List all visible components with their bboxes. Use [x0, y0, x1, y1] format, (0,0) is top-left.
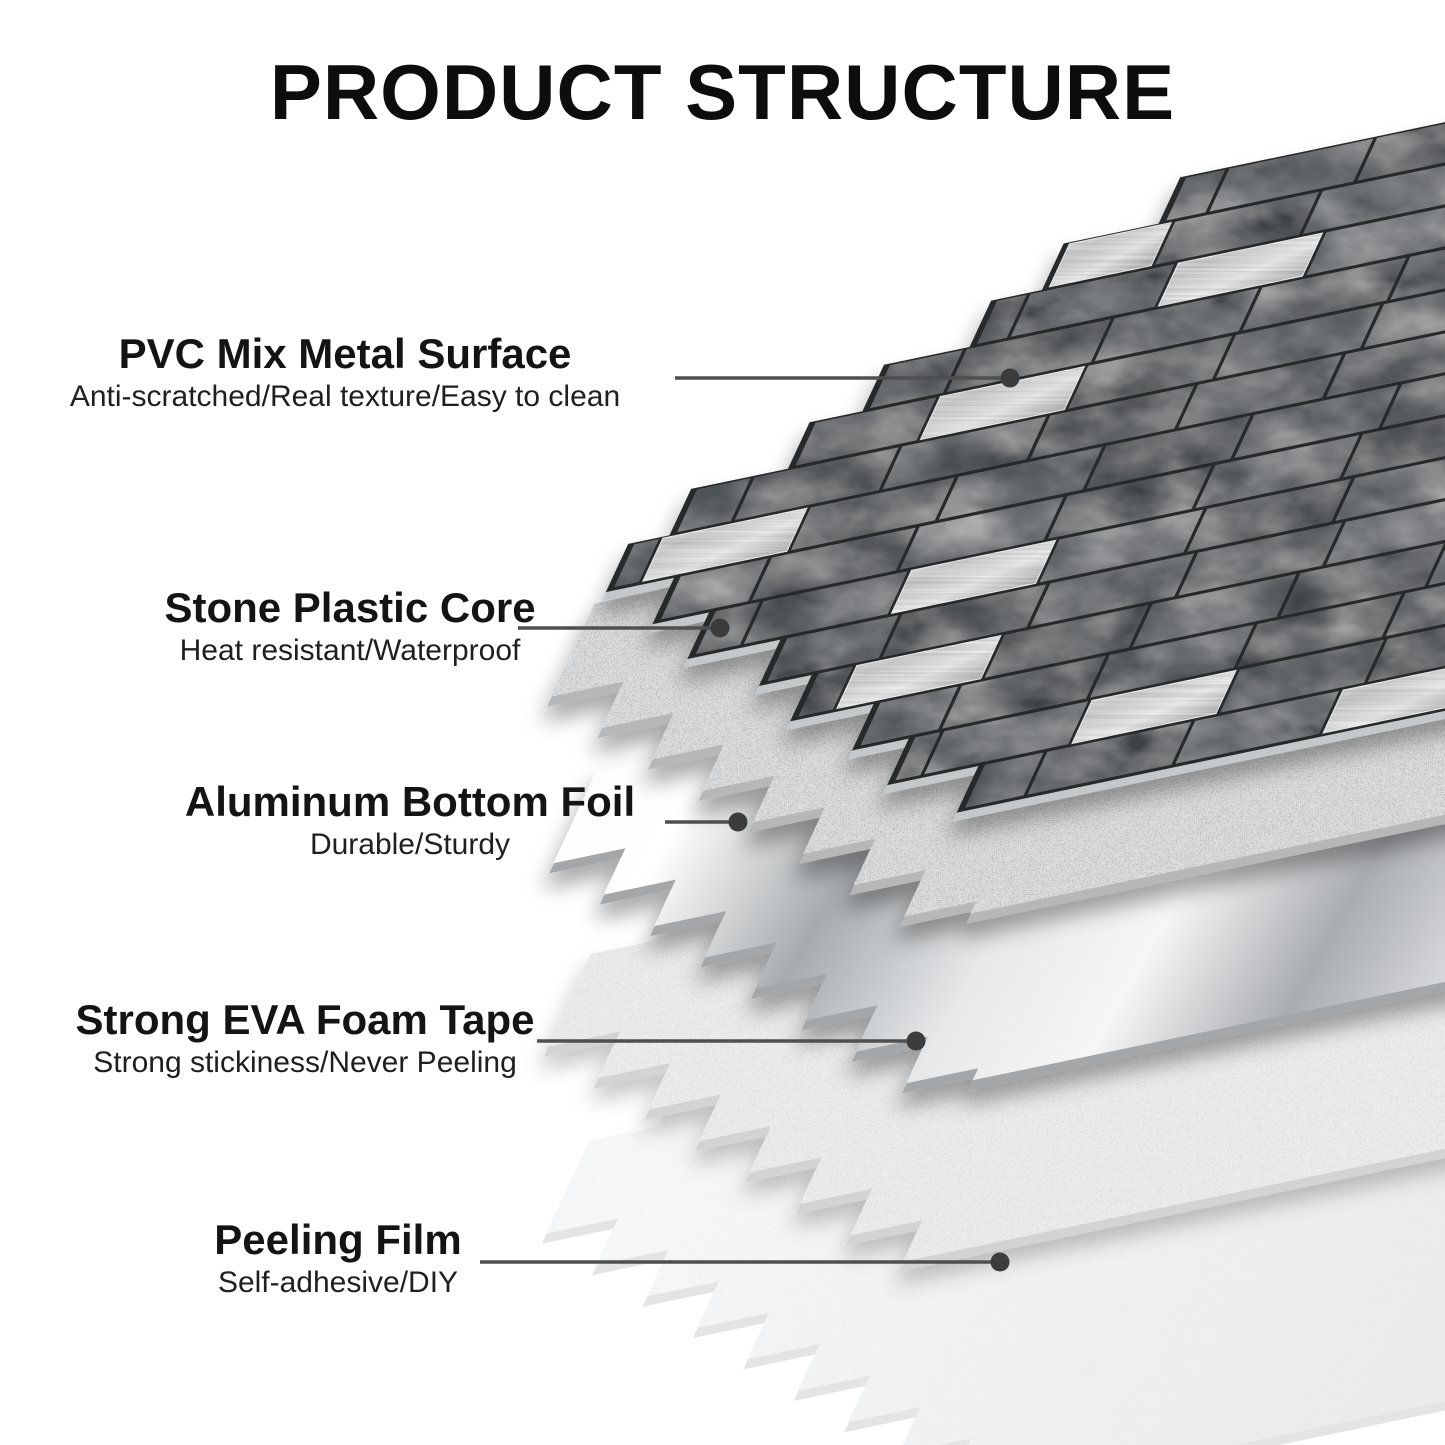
label-strong-eva-foam-tape-subtitle: Strong stickiness/Never Peeling	[93, 1046, 517, 1079]
stone-bricks	[614, 123, 1445, 808]
label-pvc-mix-metal-surface: PVC Mix Metal Surface Anti-scratched/Rea…	[25, 330, 665, 416]
label-aluminum-bottom-foil-title: Aluminum Bottom Foil	[184, 778, 636, 825]
label-pvc-mix-metal-surface-subtitle: Anti-scratched/Real texture/Easy to clea…	[69, 380, 621, 413]
label-pvc-mix-metal-surface-title: PVC Mix Metal Surface	[118, 330, 572, 377]
leader-lines	[480, 368, 1020, 1272]
label-strong-eva-foam-tape-title: Strong EVA Foam Tape	[75, 996, 535, 1043]
label-aluminum-bottom-foil-subtitle: Durable/Sturdy	[309, 828, 511, 861]
label-stone-plastic-core: Stone Plastic Core Heat resistant/Waterp…	[30, 584, 670, 670]
label-peeling-film: Peeling Film Self-adhesive/DIY	[18, 1216, 658, 1302]
label-stone-plastic-core-title: Stone Plastic Core	[164, 584, 536, 631]
leader-dot-strong-eva-foam-tape	[906, 1031, 926, 1051]
label-stone-plastic-core-subtitle: Heat resistant/Waterproof	[179, 634, 521, 667]
page-title: PRODUCT STRUCTURE	[269, 48, 1176, 136]
leader-dot-peeling-film	[990, 1252, 1010, 1272]
label-peeling-film-subtitle: Self-adhesive/DIY	[217, 1266, 459, 1299]
leader-dot-aluminum-bottom-foil	[728, 812, 748, 832]
metal-bricks	[641, 221, 1445, 745]
leader-dot-stone-plastic-core	[710, 618, 730, 638]
label-aluminum-bottom-foil: Aluminum Bottom Foil Durable/Sturdy	[90, 778, 730, 864]
label-strong-eva-foam-tape: Strong EVA Foam Tape Strong stickiness/N…	[0, 996, 625, 1082]
leader-dot-pvc-mix-metal-surface	[1000, 368, 1020, 388]
label-peeling-film-title: Peeling Film	[214, 1216, 462, 1263]
